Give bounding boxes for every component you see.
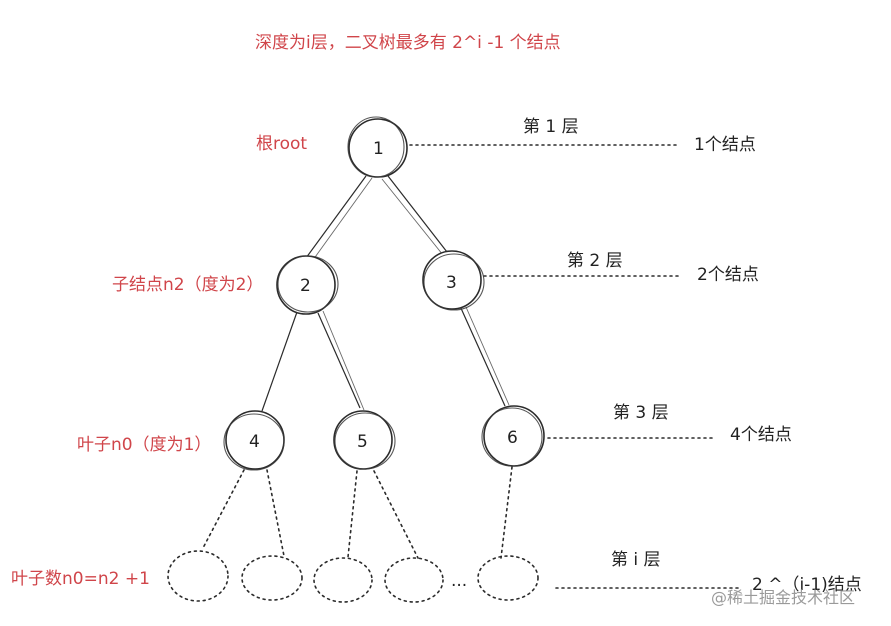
edge-1-2 bbox=[305, 175, 367, 259]
dashed-leaf-nodes: ... bbox=[167, 550, 539, 603]
dotted-edge bbox=[266, 469, 285, 557]
node-label: 4 bbox=[249, 432, 260, 452]
dashed-leaf-node bbox=[477, 555, 539, 601]
root-annotation: 根root bbox=[256, 134, 307, 154]
leaf-count-annotation: 叶子数n0=n2 +1 bbox=[11, 569, 150, 589]
tree-node-2: 2 bbox=[276, 255, 339, 315]
node-circle-sketch bbox=[347, 116, 405, 178]
edge-3-6 bbox=[459, 305, 506, 407]
node-circle-sketch bbox=[334, 412, 396, 470]
node-circle-sketch bbox=[277, 255, 339, 313]
edge-2-4 bbox=[261, 311, 298, 412]
level-i-label: 第 i 层 bbox=[611, 550, 661, 570]
diagram-title: 深度为i层，二叉树最多有 2^i -1 个结点 bbox=[255, 33, 561, 53]
node-circle-sketch bbox=[423, 253, 485, 311]
tree-node-4: 4 bbox=[223, 410, 285, 471]
dashed-leaf-node bbox=[313, 557, 373, 603]
ellipsis: ... bbox=[451, 571, 467, 591]
level-3-count: 4个结点 bbox=[730, 425, 792, 445]
dashed-leaf-node bbox=[241, 555, 303, 601]
tree-node-5: 5 bbox=[333, 410, 396, 470]
child-n2-annotation: 子结点n2（度为2） bbox=[112, 275, 263, 295]
node-circle-sketch bbox=[223, 413, 285, 471]
edge-1-3 bbox=[387, 175, 448, 253]
edge-3-6-sketch bbox=[465, 306, 510, 406]
dotted-edge bbox=[500, 466, 513, 559]
dashed-leaf-node bbox=[384, 557, 444, 603]
edge-2-5-sketch bbox=[322, 310, 365, 411]
level-3-label: 第 3 层 bbox=[613, 403, 669, 423]
edge-1-2-sketch bbox=[312, 177, 373, 261]
level-guides bbox=[409, 144, 741, 589]
dashed-leaf-node bbox=[167, 550, 229, 602]
dotted-edge bbox=[373, 470, 419, 559]
level-1-count: 1个结点 bbox=[694, 135, 756, 155]
node-label: 2 bbox=[300, 276, 311, 296]
level-2-count: 2个结点 bbox=[697, 265, 759, 285]
level-i-count: 2 ^（i-1)结点 bbox=[752, 575, 862, 595]
tree-edges bbox=[261, 175, 510, 412]
dotted-edge bbox=[202, 469, 245, 549]
leaf-n0-annotation: 叶子n0（度为1） bbox=[77, 435, 211, 455]
node-label: 5 bbox=[357, 432, 368, 452]
level-2-label: 第 2 层 bbox=[567, 251, 623, 271]
tree-node-1: 1 bbox=[347, 116, 408, 178]
dotted-edges-level-i bbox=[202, 466, 513, 559]
node-label: 3 bbox=[446, 273, 457, 293]
node-circle bbox=[422, 250, 482, 310]
tree-node-6: 6 bbox=[481, 405, 545, 467]
tree-node-3: 3 bbox=[422, 250, 485, 311]
node-circle-sketch bbox=[481, 407, 543, 467]
watermark: @稀土掘金技术社区 bbox=[711, 588, 855, 607]
edge-2-5 bbox=[317, 312, 361, 409]
node-label: 6 bbox=[507, 428, 518, 448]
edge-1-3-sketch bbox=[381, 178, 444, 256]
level-1-label: 第 1 层 bbox=[523, 117, 579, 137]
node-label: 1 bbox=[373, 139, 384, 159]
dotted-edge bbox=[347, 470, 358, 558]
